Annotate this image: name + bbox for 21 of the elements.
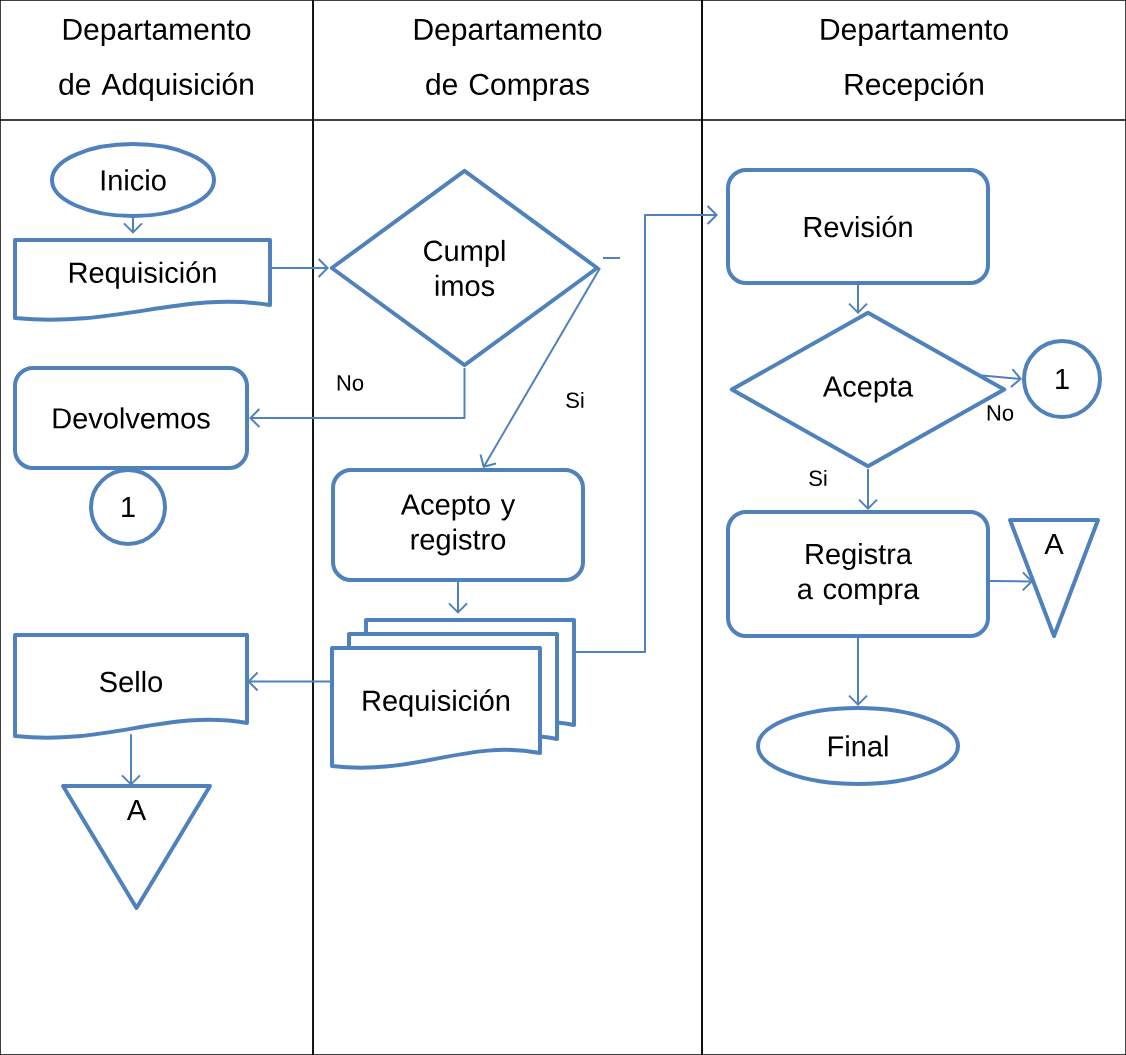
process-box: Devolvemos xyxy=(13,366,249,470)
process-box: Registra a compra xyxy=(726,510,990,638)
process-box: Acepto y registro xyxy=(331,468,585,582)
edge-label: Si xyxy=(807,468,829,488)
offpage-triangle: A xyxy=(1008,518,1100,638)
edge-label: Si xyxy=(564,390,586,410)
offpage-triangle: A xyxy=(61,784,212,910)
arrow xyxy=(247,671,333,692)
arrow xyxy=(574,205,718,653)
arrow xyxy=(981,368,1022,389)
arrow xyxy=(848,637,868,706)
process-box: Revisión xyxy=(726,168,990,285)
arrow xyxy=(121,733,141,786)
arrow xyxy=(858,468,878,510)
arrow xyxy=(989,571,1034,592)
edge-label: No xyxy=(334,374,366,392)
arrow xyxy=(479,267,601,468)
arrow xyxy=(448,581,468,614)
arrow xyxy=(249,367,466,428)
arrow xyxy=(848,284,868,314)
arrow xyxy=(269,258,329,278)
